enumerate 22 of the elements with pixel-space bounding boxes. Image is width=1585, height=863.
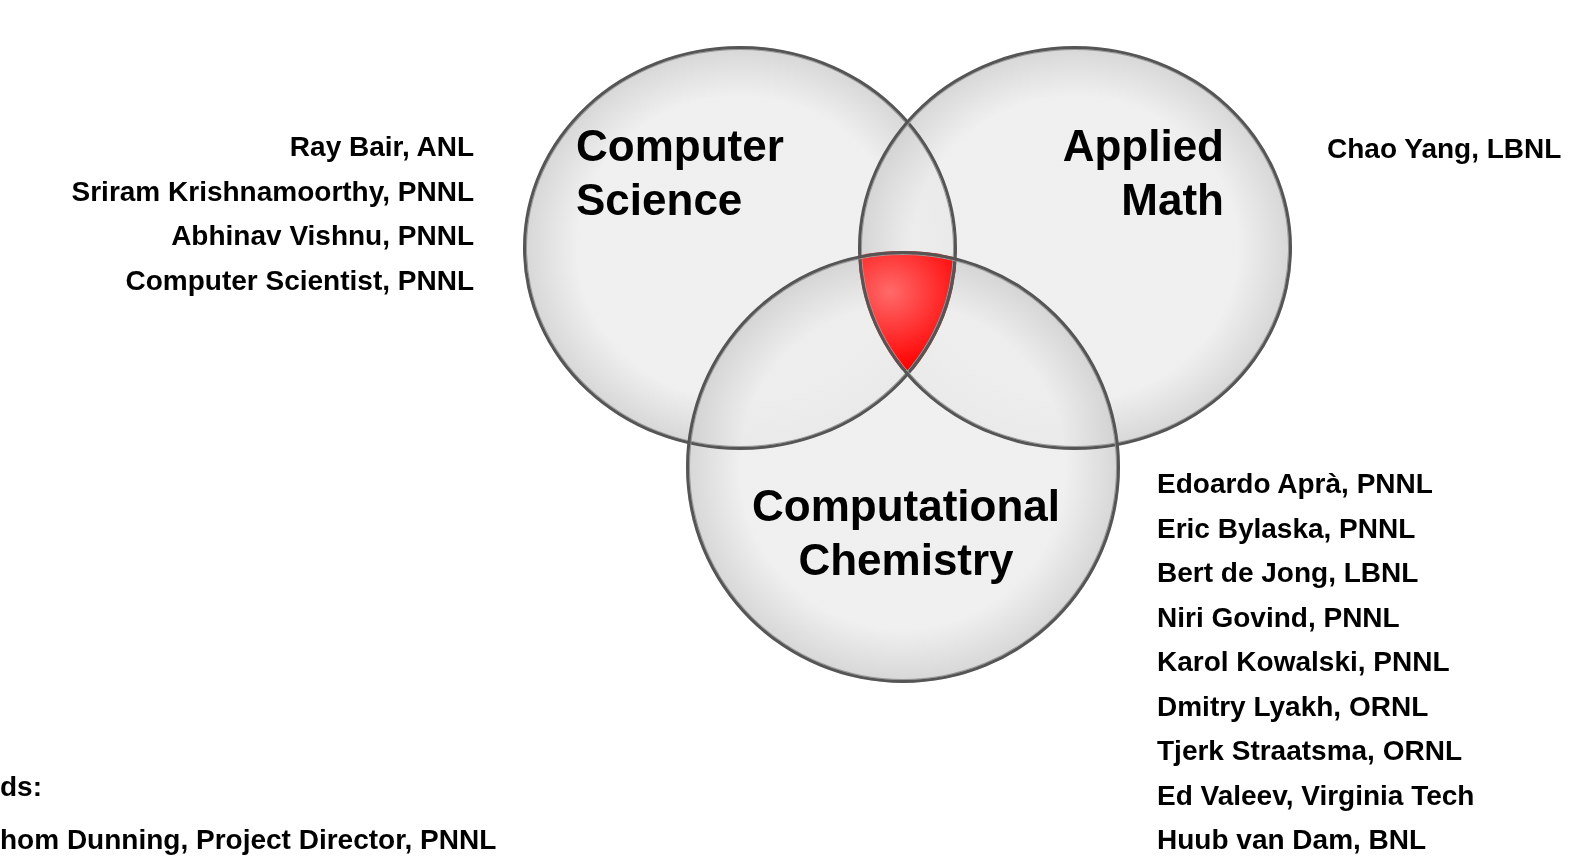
name-label: Niri Govind, PNNL	[1157, 600, 1400, 635]
name-label: Huub van Dam, BNL	[1157, 823, 1427, 857]
name-label: Computer Scientist, PNNL	[125, 263, 474, 298]
venn-circle	[523, 46, 957, 450]
name-label: Dmitry Lyakh, ORNL	[1157, 689, 1429, 724]
venn-circle	[686, 251, 1120, 683]
venn-circle	[858, 46, 1292, 450]
name-label: Edoardo Aprà, PNNL	[1157, 467, 1433, 501]
name-label: hom Dunning, Project Director, PNNL	[0, 823, 497, 857]
circle-label: Applied Math	[1061, 120, 1224, 226]
name-label: Ray Bair, ANL	[289, 130, 474, 164]
name-label: Tjerk Straatsma, ORNL	[1157, 734, 1462, 768]
circle-label: Computational Chemistry	[751, 480, 1061, 586]
name-label: Sriram Krishnamoorthy, PNNL	[71, 174, 474, 209]
name-label: Eric Bylaska, PNNL	[1157, 511, 1416, 546]
name-label: Abhinav Vishnu, PNNL	[171, 219, 474, 253]
circle-label: Computer Science	[576, 120, 785, 226]
name-label: Chao Yang, LBNL	[1327, 132, 1562, 166]
name-label: Bert de Jong, LBNL	[1157, 556, 1419, 590]
name-label: Karol Kowalski, PNNL	[1157, 645, 1450, 679]
name-label: Ed Valeev, Virginia Tech	[1157, 778, 1475, 813]
name-label: ds:	[0, 770, 42, 804]
